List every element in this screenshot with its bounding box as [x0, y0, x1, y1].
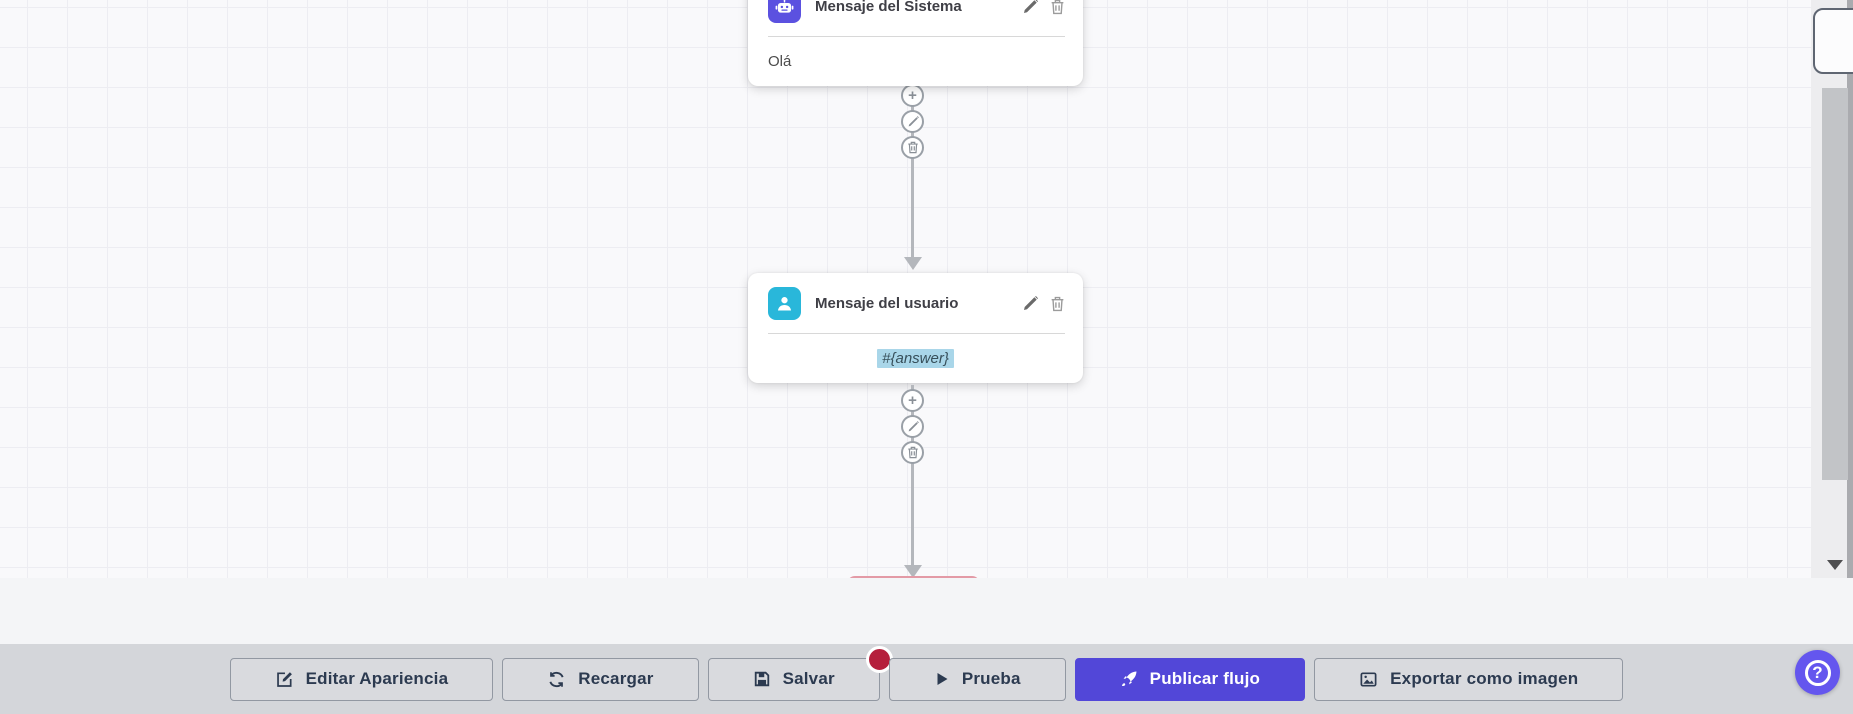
help-button[interactable]: ?	[1795, 650, 1840, 695]
node-actions	[1022, 295, 1065, 312]
pencil-icon	[907, 420, 919, 433]
node-divider	[768, 333, 1065, 334]
button-label: Recargar	[578, 669, 654, 688]
refresh-icon	[549, 671, 564, 687]
connector-line	[911, 385, 914, 565]
node-header: Mensaje del Sistema	[748, 0, 1083, 36]
button-label: Exportar como imagen	[1390, 669, 1579, 688]
variable-token[interactable]: #{answer}	[877, 349, 954, 368]
export-image-button[interactable]: Exportar como imagen	[1314, 657, 1624, 701]
edit-connector-button[interactable]	[901, 110, 924, 133]
plus-icon: +	[908, 392, 917, 409]
bottom-toolbar: Editar Apariencia Recargar Salvar	[0, 644, 1853, 714]
play-icon	[937, 673, 948, 685]
button-label: Prueba	[961, 669, 1021, 688]
edit-node-icon[interactable]	[1022, 295, 1038, 312]
button-label: Salvar	[782, 669, 835, 688]
trash-icon	[907, 446, 919, 459]
pencil-icon	[907, 115, 919, 128]
delete-node-icon[interactable]	[1050, 296, 1065, 312]
robot-icon	[768, 0, 801, 23]
edit-connector-button[interactable]	[901, 415, 924, 438]
scroll-down-arrow-icon[interactable]	[1827, 560, 1843, 570]
edit-node-icon[interactable]	[1022, 0, 1038, 15]
arrow-down-icon	[904, 565, 922, 578]
node-title: Mensaje del Sistema	[815, 0, 962, 15]
flow-canvas[interactable]: +	[0, 0, 1811, 578]
test-button[interactable]: Prueba	[888, 657, 1066, 701]
delete-connector-button[interactable]	[901, 136, 924, 159]
delete-node-icon[interactable]	[1050, 0, 1065, 15]
add-node-button[interactable]: +	[901, 84, 924, 107]
button-label: Editar Apariencia	[305, 669, 449, 688]
node-content[interactable]: Olá	[768, 53, 792, 70]
arrow-down-icon	[904, 257, 922, 270]
save-button[interactable]: Salvar	[707, 645, 893, 701]
node-user-message[interactable]: Mensaje del usuario #{answer}	[748, 273, 1083, 383]
plus-icon: +	[908, 87, 917, 104]
node-header: Mensaje del usuario	[748, 273, 1083, 333]
window-edge	[1847, 0, 1853, 578]
minimap-panel	[1813, 8, 1853, 74]
node-system-message[interactable]: Mensaje del Sistema Olá	[748, 0, 1083, 86]
connector-actions: +	[901, 389, 924, 464]
node-content[interactable]: #{answer}	[748, 334, 1083, 383]
footer-strip	[0, 578, 1853, 644]
question-mark-icon: ?	[1804, 659, 1831, 686]
node-actions	[1022, 0, 1065, 15]
add-node-button[interactable]: +	[901, 389, 924, 412]
export-image-icon	[1360, 671, 1377, 687]
question-glyph: ?	[1812, 663, 1823, 682]
user-icon	[768, 287, 801, 320]
node-divider	[768, 36, 1065, 37]
trash-icon	[907, 141, 919, 154]
button-label: Publicar flujo	[1149, 669, 1261, 688]
reload-button[interactable]: Recargar	[502, 657, 699, 701]
rocket-icon	[1121, 671, 1137, 687]
delete-connector-button[interactable]	[901, 441, 924, 464]
node-title: Mensaje del usuario	[815, 295, 959, 312]
scrollbar-thumb[interactable]	[1822, 88, 1848, 480]
publish-flow-button[interactable]: Publicar flujo	[1074, 657, 1306, 701]
edit-appearance-icon	[276, 671, 292, 687]
save-icon	[754, 671, 769, 687]
edit-appearance-button[interactable]: Editar Apariencia	[229, 657, 494, 701]
connector-actions: +	[901, 84, 924, 159]
